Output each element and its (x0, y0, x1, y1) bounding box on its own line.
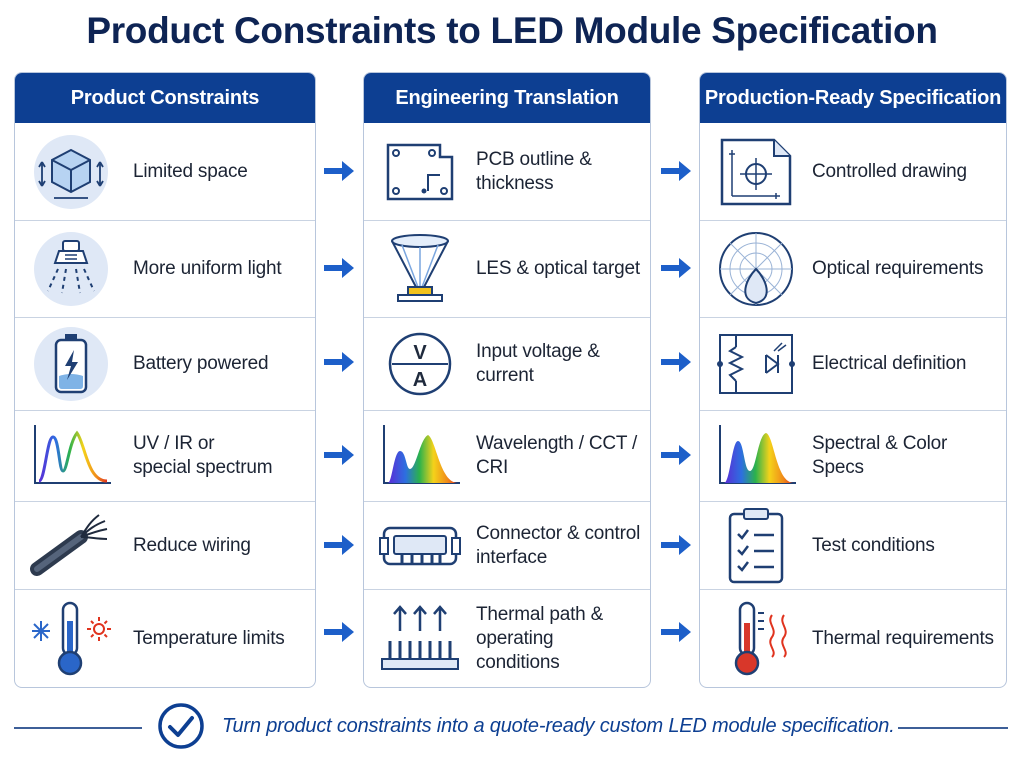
item-label: PCB outline & thickness (476, 148, 592, 194)
svg-text:V: V (413, 342, 427, 364)
page-title: Product Constraints to LED Module Specif… (86, 10, 938, 51)
footer-divider-right (898, 727, 1008, 729)
list-item: Optical requirements (700, 220, 1006, 317)
column-product-constraints: Product Constraints Limited space (14, 72, 316, 688)
arrow-right-icon (324, 258, 354, 278)
list-item: Temperature limits (15, 589, 315, 687)
polar-diagram-icon (714, 231, 798, 307)
arrow-right-icon (661, 352, 691, 372)
list-item: UV / IR or special spectrum (15, 410, 315, 501)
item-label: Spectral & Color Specs (812, 433, 948, 478)
spectrum-icon (714, 418, 798, 494)
check-circle-icon (158, 703, 204, 749)
item-label: Temperature limits (133, 628, 285, 649)
item-label: Test conditions (812, 534, 935, 556)
list-item: Thermal requirements (700, 589, 1006, 687)
voltage-current-icon: V A (378, 326, 462, 402)
item-label: Electrical definition (812, 353, 967, 374)
drawing-document-icon (714, 134, 798, 210)
item-label: Optical requirements (812, 258, 984, 279)
arrow-right-icon (661, 445, 691, 465)
list-item: PCB outline & thickness (364, 123, 650, 220)
spotlight-icon (29, 231, 113, 307)
heatsink-icon (378, 601, 462, 677)
list-item: Limited space (15, 123, 315, 220)
item-label: Thermal requirements (812, 628, 994, 649)
spectrum-icon (29, 418, 113, 494)
clipboard-checklist-icon (714, 507, 798, 584)
item-label: Limited space (133, 160, 248, 182)
arrow-right-icon (324, 352, 354, 372)
cable-icon (29, 508, 113, 584)
list-item: Controlled drawing (700, 123, 1006, 220)
item-label: Reduce wiring (133, 534, 251, 556)
svg-text:A: A (413, 369, 427, 391)
circuit-icon (714, 326, 798, 402)
column-header: Production-Ready Specification (700, 73, 1006, 123)
item-label: UV / IR or special spectrum (133, 433, 273, 478)
footer-divider-left (14, 727, 142, 729)
list-item: Connector & control interface (364, 501, 650, 589)
cube-dimensions-icon (29, 134, 113, 210)
list-item: Spectral & Color Specs (700, 410, 1006, 501)
list-item: LES & optical target (364, 220, 650, 317)
optical-cone-icon (378, 231, 462, 307)
arrow-right-icon (324, 161, 354, 181)
arrow-right-icon (324, 535, 354, 555)
column-engineering-translation: Engineering Translation PCB outline & th… (363, 72, 651, 688)
item-label: Controlled drawing (812, 160, 967, 182)
list-item: Reduce wiring (15, 501, 315, 589)
arrow-right-icon (661, 535, 691, 555)
item-label: Wavelength / CCT / CRI (476, 433, 638, 478)
thermometer-hot-cold-icon (29, 601, 113, 677)
list-item: Electrical definition (700, 317, 1006, 410)
pcb-outline-icon (378, 134, 462, 210)
column-production-ready-specification: Production-Ready Specification Controlle… (699, 72, 1007, 688)
footer-tagline: Turn product constraints into a quote-re… (222, 715, 895, 737)
list-item: Battery powered (15, 317, 315, 410)
list-item: Test conditions (700, 501, 1006, 589)
spectrum-icon (378, 418, 462, 494)
list-item: More uniform light (15, 220, 315, 317)
column-header: Product Constraints (15, 73, 315, 123)
item-label: Battery powered (133, 353, 269, 374)
item-label: Connector & control interface (476, 522, 641, 568)
arrow-right-icon (661, 258, 691, 278)
battery-icon (29, 326, 113, 402)
column-header: Engineering Translation (364, 73, 650, 123)
list-item: V A Input voltage & current (364, 317, 650, 410)
item-label: Input voltage & current (476, 341, 600, 386)
arrow-right-icon (661, 161, 691, 181)
list-item: Thermal path & operating conditions (364, 589, 650, 687)
thermometer-heat-icon (714, 601, 798, 677)
arrow-right-icon (324, 622, 354, 642)
item-label: More uniform light (133, 258, 282, 279)
item-label: Thermal path & operating conditions (476, 604, 604, 673)
connector-icon (378, 508, 462, 584)
item-label: LES & optical target (476, 258, 640, 279)
arrow-right-icon (661, 622, 691, 642)
arrow-right-icon (324, 445, 354, 465)
list-item: Wavelength / CCT / CRI (364, 410, 650, 501)
